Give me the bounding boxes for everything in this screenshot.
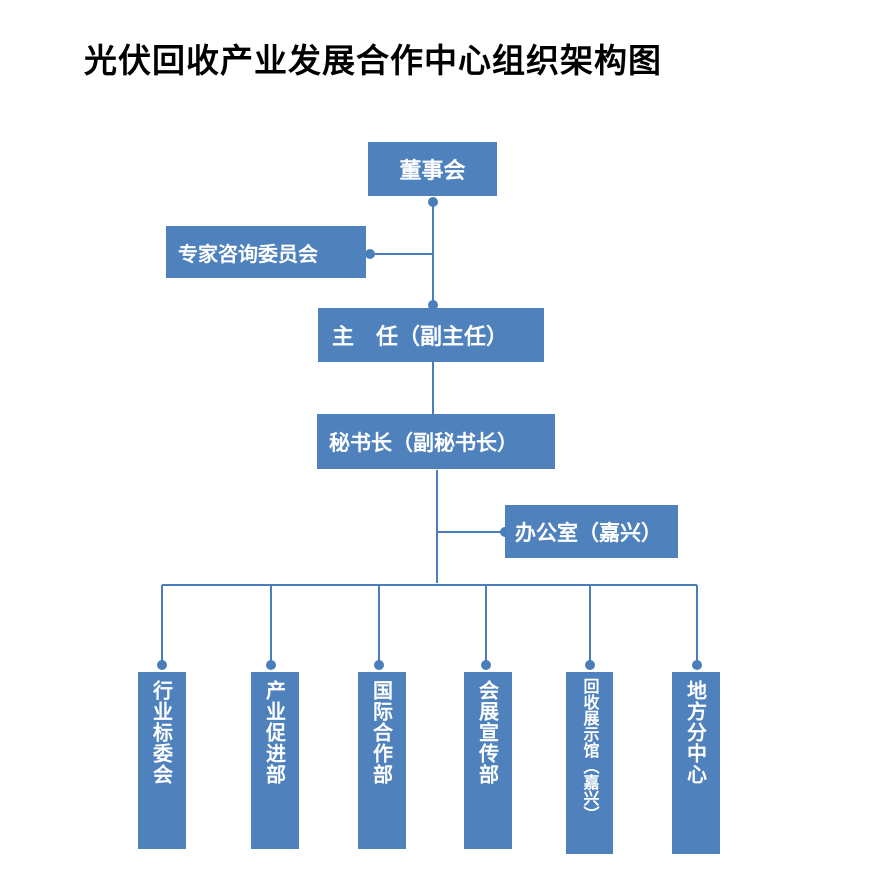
expert-committee-node: 专家咨询委员会: [166, 226, 366, 278]
secretary-general-node: 秘书长（副秘书长）: [317, 414, 555, 469]
department-node: 会展宣传部: [464, 672, 512, 849]
connector-dot: [266, 660, 276, 670]
department-node: 地方分中心: [672, 672, 720, 854]
connector-dot: [692, 660, 702, 670]
connector-dot: [481, 660, 491, 670]
office-node: 办公室（嘉兴）: [505, 505, 678, 558]
board-node: 董事会: [368, 142, 497, 196]
connector-dot: [365, 249, 375, 259]
director-node: 主 任（副主任）: [318, 308, 544, 362]
connector-dot: [157, 660, 167, 670]
connector-dot: [374, 660, 384, 670]
department-node: 行业标委会: [138, 672, 186, 849]
connector-dot: [428, 197, 438, 207]
department-node: 回收展示馆（嘉兴）: [566, 672, 613, 854]
connector-dot: [585, 660, 595, 670]
department-node: 产业促进部: [251, 672, 299, 849]
page-title: 光伏回收产业发展合作中心组织架构图: [84, 41, 662, 80]
connector-dot: [428, 300, 438, 310]
department-node: 国际合作部: [358, 672, 406, 849]
